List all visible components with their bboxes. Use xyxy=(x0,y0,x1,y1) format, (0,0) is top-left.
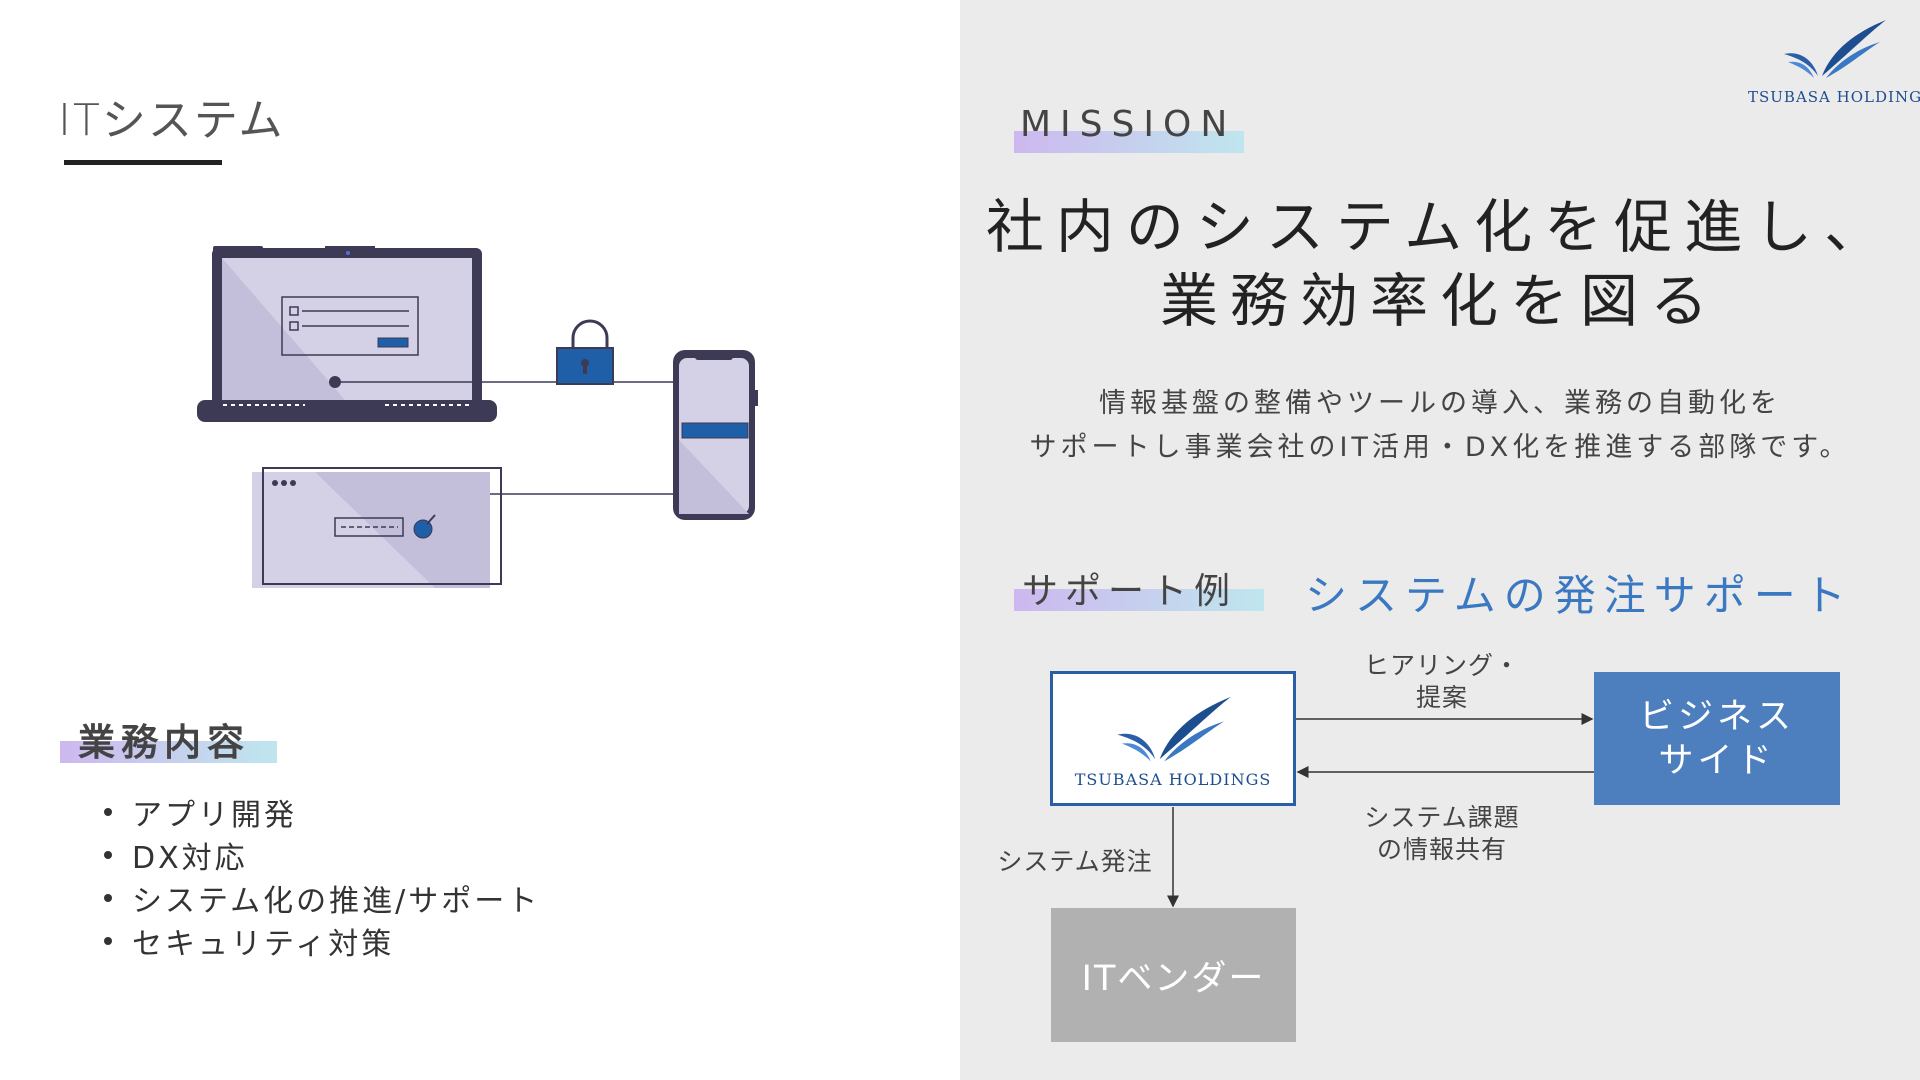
right-panel xyxy=(960,0,1920,1080)
company-box-logo-text: TSUBASA HOLDINGS xyxy=(1074,770,1272,789)
it-vendor-box: ITベンダー xyxy=(1051,908,1296,1042)
list-item: セキュリティ対策 xyxy=(104,919,540,962)
smartphone-icon xyxy=(673,350,758,520)
bullet xyxy=(104,807,112,816)
logo-text: TSUBASA HOLDINGS xyxy=(1748,88,1920,106)
support-highlight xyxy=(1014,589,1264,611)
list-item: アプリ開発 xyxy=(104,790,540,833)
title-underline xyxy=(64,160,222,165)
wing-logo-icon xyxy=(1784,20,1886,78)
bullet xyxy=(104,850,112,859)
lock-icon xyxy=(556,319,614,385)
flow-arrows xyxy=(1167,713,1594,908)
tasks-heading: 業務内容 xyxy=(78,721,250,764)
browser-window-icon xyxy=(252,467,502,588)
bullet xyxy=(104,936,112,945)
page-title: ITシステム xyxy=(58,95,285,146)
business-side-box: ビジネス サイド xyxy=(1594,672,1840,805)
tasks-heading-highlight xyxy=(60,741,277,763)
laptop-icon xyxy=(197,246,497,422)
left-panel: ITシステム xyxy=(58,95,758,962)
company-logo: TSUBASA HOLDINGS xyxy=(1748,12,1920,106)
mission-description: 情報基盤の整備やツールの導入、業務の自動化を サポートし事業会社のIT活用・DX… xyxy=(1029,388,1851,463)
tasks-list: アプリ開発 DX対応 システム化の推進/サポート セキュリティ対策 xyxy=(104,790,540,962)
label-issue-sharing: システム課題 の情報共有 xyxy=(1364,803,1520,864)
company-box: TSUBASA HOLDINGS xyxy=(1050,671,1296,806)
mission-title: 社内のシステム化を促進し、 業務効率化を図る xyxy=(985,193,1895,335)
support-label: サポート例 xyxy=(1022,571,1238,612)
it-security-illustration xyxy=(197,246,758,588)
bullet xyxy=(104,893,112,902)
support-headline: システムの発注サポート xyxy=(1305,571,1854,620)
label-system-order: システム発注 xyxy=(997,847,1153,876)
list-item: DX対応 xyxy=(104,833,540,876)
mission-highlight xyxy=(1014,131,1244,153)
mission-label: MISSION xyxy=(1020,104,1237,145)
label-hearing-proposal: ヒアリング・ 提案 xyxy=(1363,651,1520,712)
list-item: システム化の推進/サポート xyxy=(104,876,540,919)
flow-diagram: TSUBASA HOLDINGS ビジネス サイド ITベンダー ヒアリング・ … xyxy=(960,650,1920,1080)
wing-logo-icon xyxy=(1117,696,1231,762)
